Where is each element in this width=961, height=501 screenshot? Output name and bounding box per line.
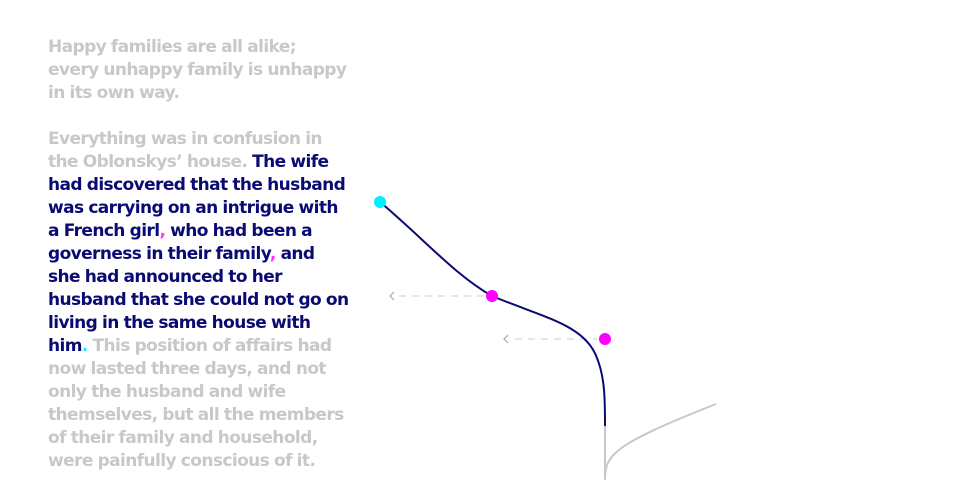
comma-marker-2: , — [269, 244, 276, 264]
comma-node-1 — [486, 290, 498, 302]
novel-text: Happy families are all alike; every unha… — [48, 36, 350, 496]
highlight-segment-2: who had been a governess in their family — [48, 221, 313, 264]
arrow-left-icon-1 — [389, 291, 395, 301]
sentence-lead: Everything was in confusion in the Oblon… — [48, 129, 323, 172]
period-node — [374, 196, 386, 208]
highlight-segment-1: The wife had discovered that the husband… — [48, 152, 346, 241]
paragraph-2: Everything was in confusion in the Oblon… — [48, 128, 350, 473]
comma-marker-1: , — [159, 221, 166, 241]
sentence-tail: This position of affairs had now lasted … — [48, 336, 344, 471]
paragraph-1-text: Happy families are all alike; every unha… — [48, 37, 347, 103]
period-marker: . — [81, 336, 88, 356]
highlight-segment-3: and she had announced to her husband tha… — [48, 244, 349, 356]
tree-trunk-branch — [604, 403, 717, 481]
comma-node-2 — [599, 333, 611, 345]
paragraph-1: Happy families are all alike; every unha… — [48, 36, 350, 105]
highlight-curve — [379, 201, 606, 427]
arrow-left-icon-2 — [503, 334, 509, 344]
